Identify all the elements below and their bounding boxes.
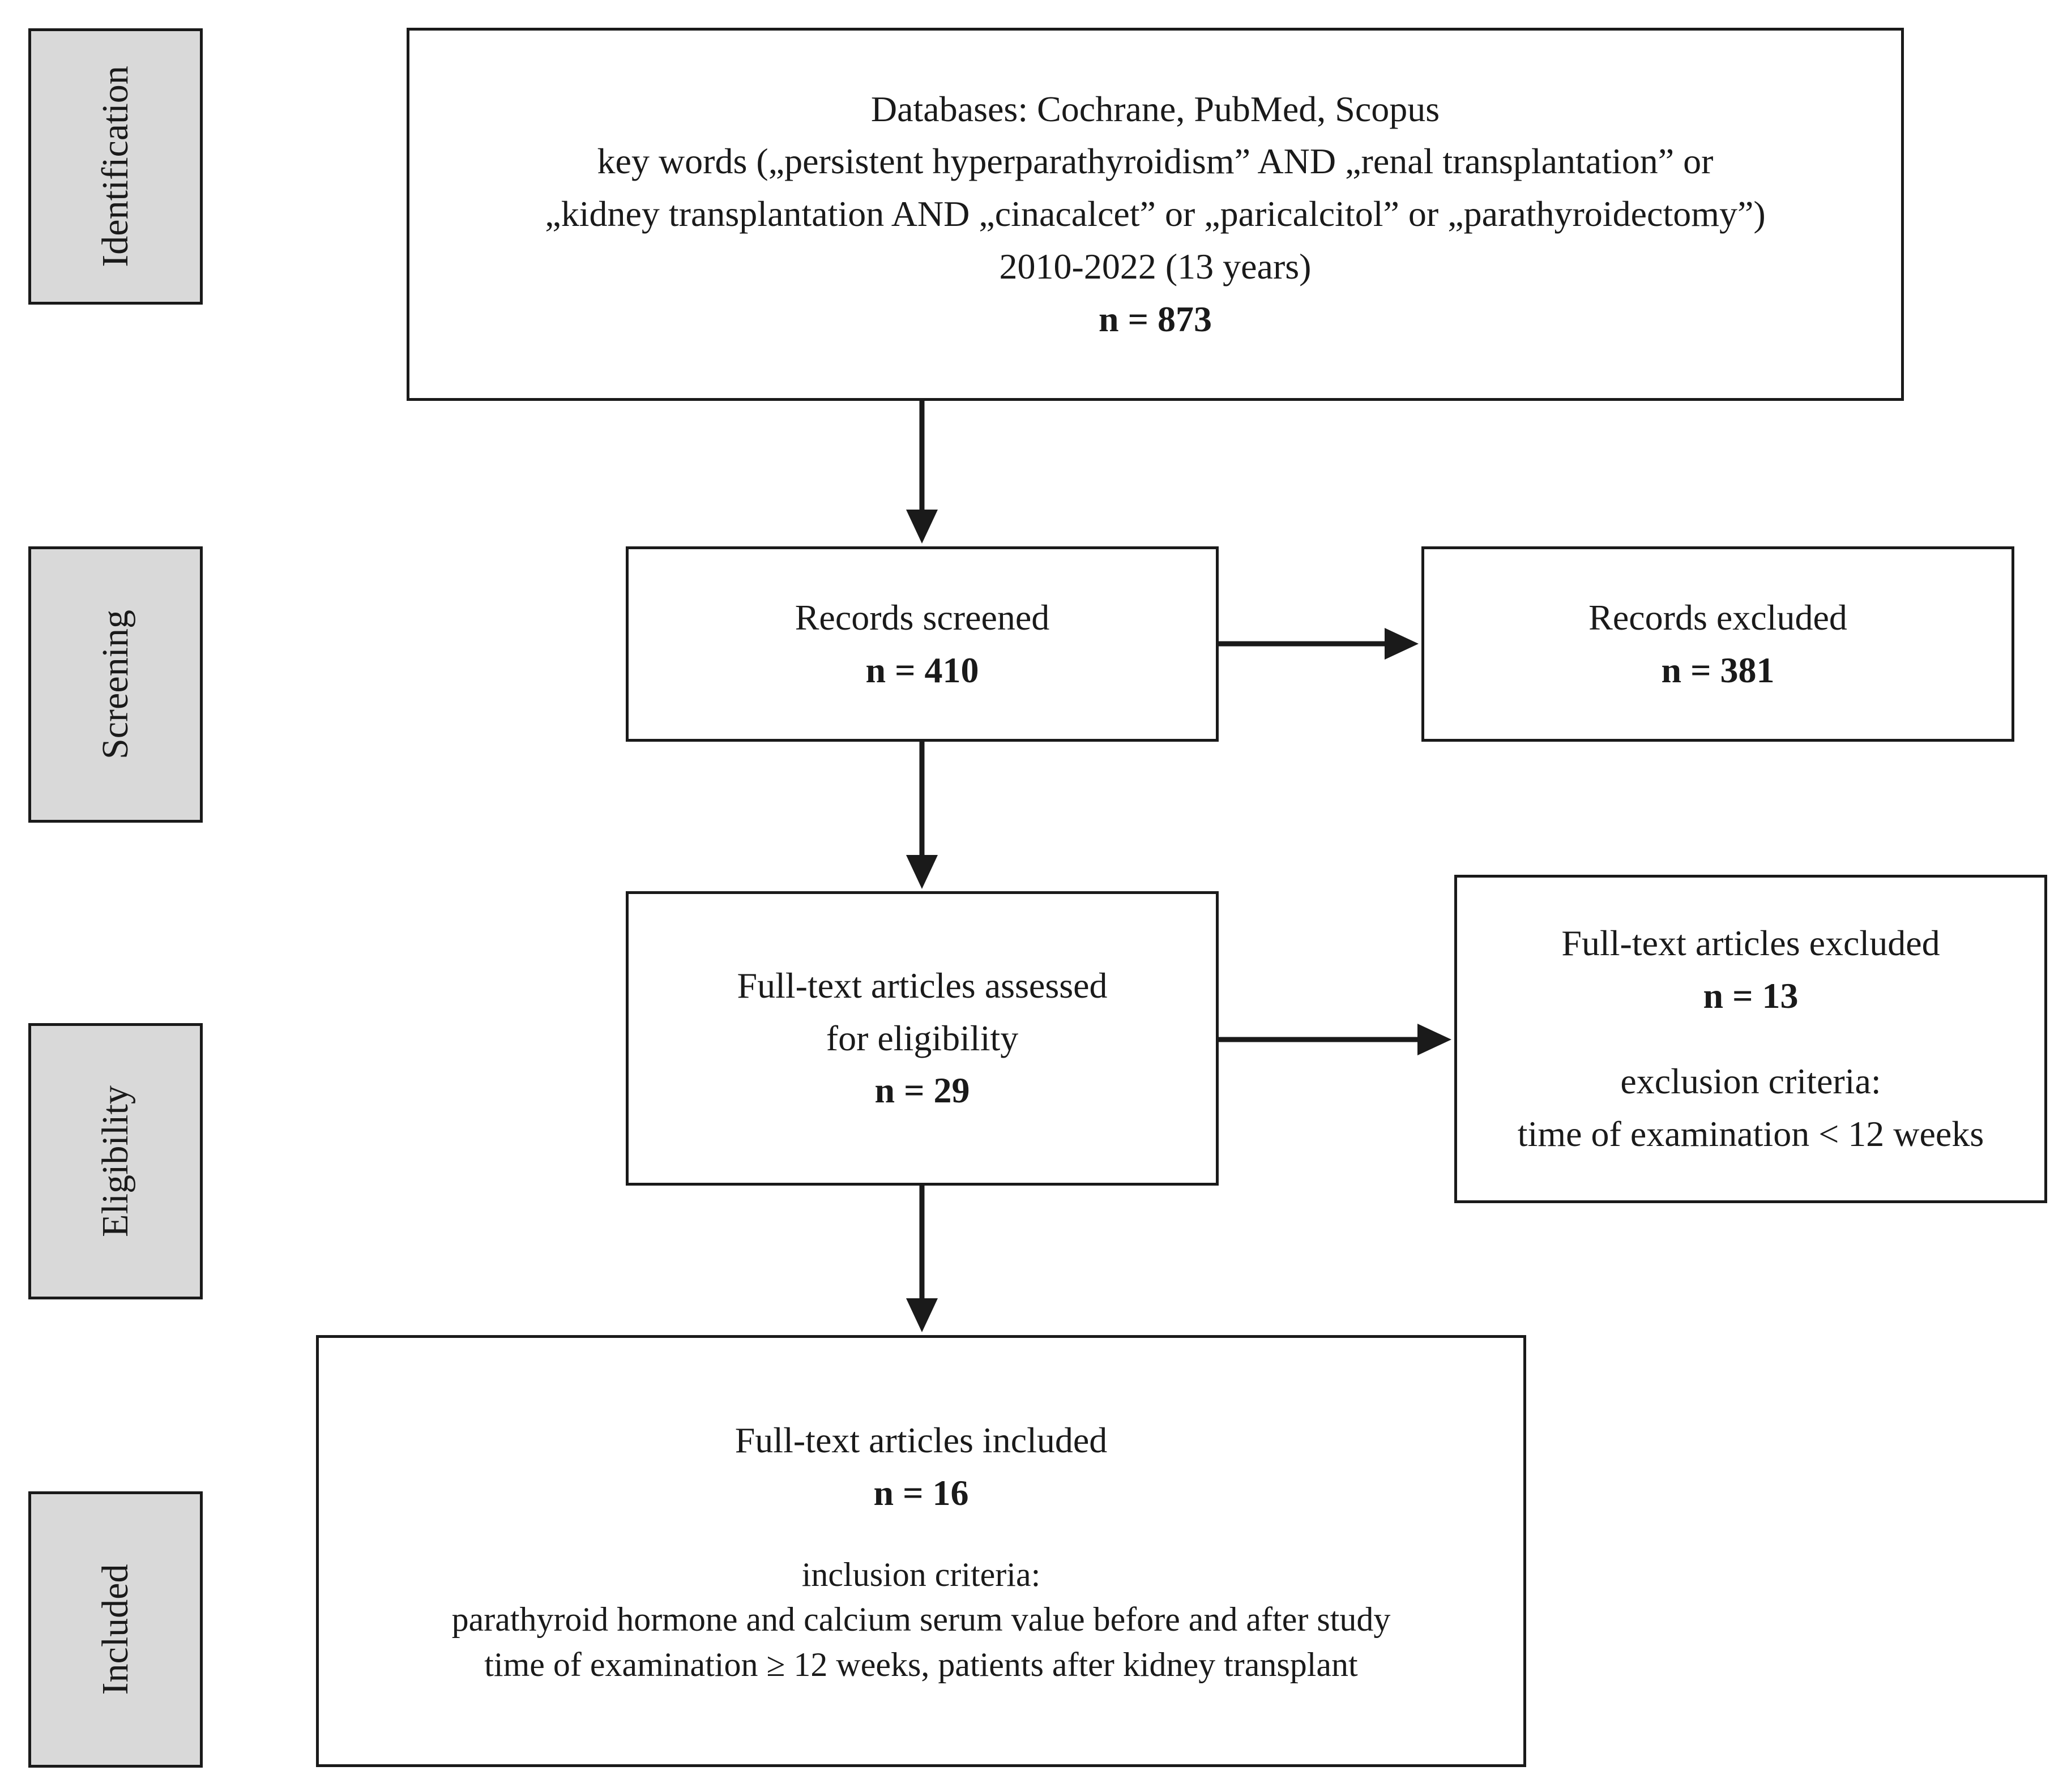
fulltext-excluded-label: Full-text articles excluded [1561, 923, 1940, 964]
keywords-text-1: key words („persistent hyperparathyroidi… [597, 141, 1714, 182]
databases-text: Databases: Cochrane, PubMed, Scopus [870, 88, 1440, 129]
phase-included: Included [28, 1491, 203, 1768]
fulltext-assessed-label-2: for eligibility [826, 1017, 1019, 1058]
records-excluded-box: Records excluded n = 381 [1421, 546, 2014, 742]
phase-screening: Screening [28, 546, 203, 823]
records-screened-box: Records screened n = 410 [626, 546, 1219, 742]
identification-count: n = 873 [1098, 298, 1212, 339]
inclusion-criteria-text-1: parathyroid hormone and calcium serum va… [451, 1601, 1391, 1639]
fulltext-included-label: Full-text articles included [734, 1420, 1108, 1460]
fulltext-assessed-box: Full-text articles assessed for eligibil… [626, 891, 1219, 1186]
arrowhead-screened-to-assessed [906, 855, 938, 889]
arrowhead-identification-to-screened [906, 510, 938, 544]
date-range-text: 2010-2022 (13 years) [999, 246, 1312, 286]
inclusion-criteria-text-2: time of examination ≥ 12 weeks, patients… [484, 1646, 1358, 1684]
fulltext-assessed-label-1: Full-text articles assessed [737, 965, 1108, 1006]
records-screened-count: n = 410 [865, 649, 979, 690]
arrowhead-assessed-to-included [906, 1298, 938, 1332]
exclusion-criteria-text: time of examination < 12 weeks [1517, 1113, 1984, 1154]
fulltext-excluded-count: n = 13 [1703, 976, 1799, 1016]
identification-box: Databases: Cochrane, PubMed, Scopus key … [407, 28, 1904, 401]
phase-identification: Identification [28, 28, 203, 305]
records-excluded-label: Records excluded [1588, 597, 1847, 638]
fulltext-excluded-box: Full-text articles excluded n = 13 exclu… [1454, 875, 2047, 1203]
fulltext-included-box: Full-text articles included n = 16 inclu… [316, 1335, 1526, 1767]
exclusion-criteria-title: exclusion criteria: [1620, 1061, 1881, 1101]
records-excluded-count: n = 381 [1661, 649, 1775, 690]
fulltext-assessed-count: n = 29 [874, 1070, 970, 1111]
phase-eligibility: Eligibility [28, 1023, 203, 1299]
inclusion-criteria-title: inclusion criteria: [801, 1555, 1041, 1593]
arrowhead-screened-to-excluded [1385, 628, 1419, 660]
keywords-text-2: „kidney transplantation AND „cinacalcet”… [545, 194, 1766, 234]
arrowhead-assessed-to-fulltext-excluded [1417, 1024, 1451, 1055]
records-screened-label: Records screened [795, 597, 1050, 638]
fulltext-included-count: n = 16 [873, 1472, 969, 1513]
